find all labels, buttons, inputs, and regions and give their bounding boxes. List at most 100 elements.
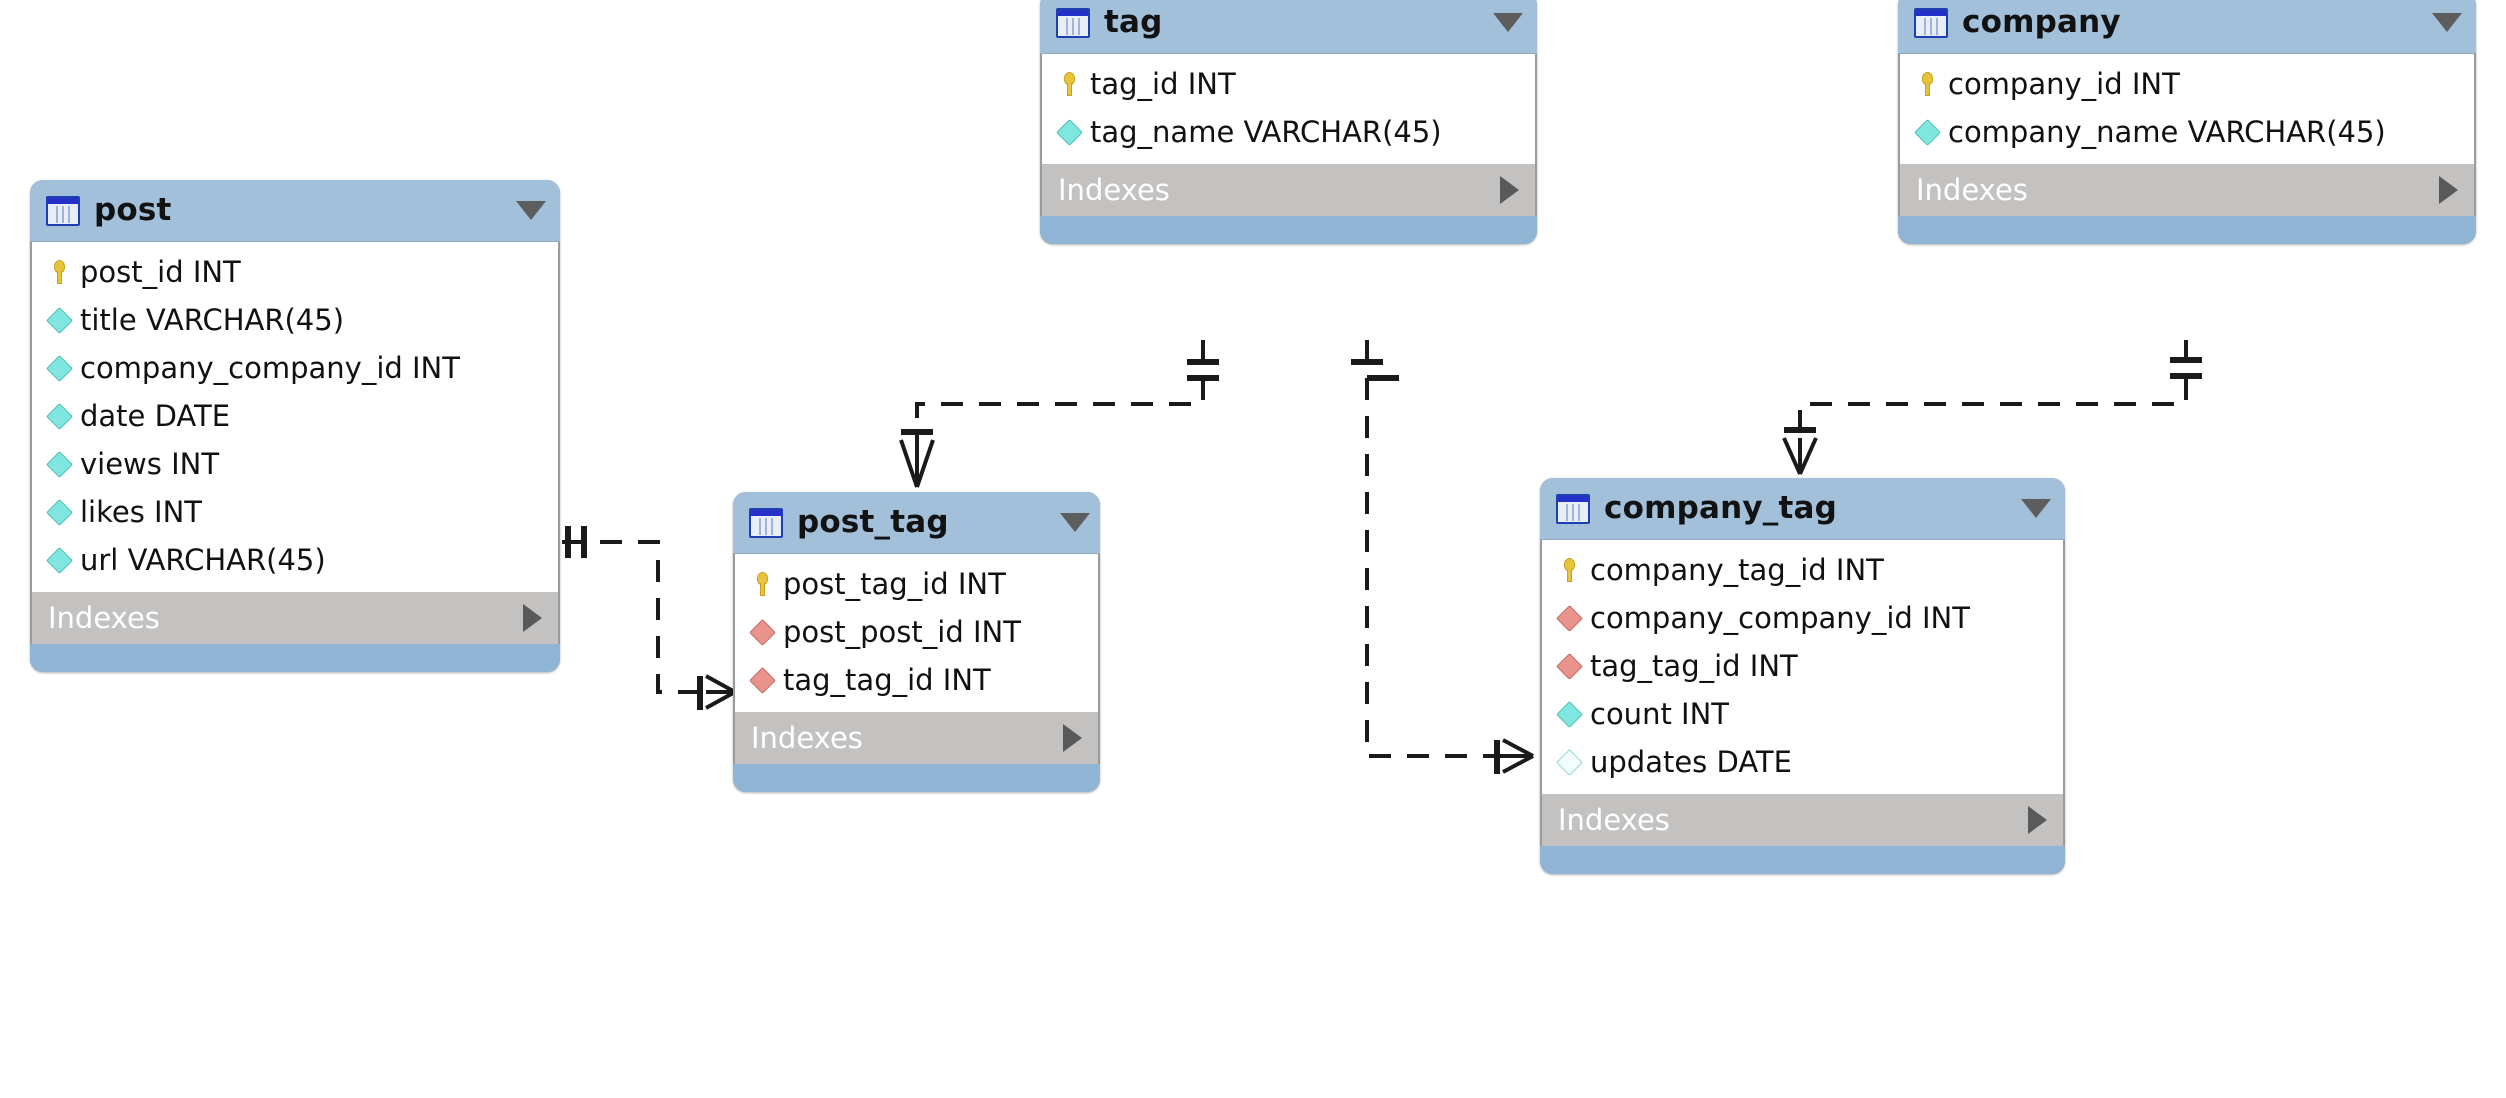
column-row[interactable]: likes INT — [32, 488, 558, 536]
relationship-tag-company_tag — [1351, 340, 1534, 774]
chevron-down-icon[interactable] — [516, 201, 546, 220]
indexes-section-company_tag[interactable]: Indexes — [1540, 794, 2065, 846]
column-label: url VARCHAR(45) — [80, 542, 326, 577]
column-list-company_tag: company_tag_id INT company_company_id IN… — [1540, 540, 2065, 794]
table-name-post: post — [94, 192, 172, 228]
table-header-post_tag[interactable]: post_tag — [733, 492, 1100, 554]
column-label: tag_id INT — [1090, 66, 1236, 101]
column-row[interactable]: tag_name VARCHAR(45) — [1042, 108, 1535, 156]
table-header-tag[interactable]: tag — [1040, 0, 1537, 54]
column-list-post: post_id INT title VARCHAR(45) company_co… — [30, 242, 560, 592]
column-row[interactable]: tag_id INT — [1042, 60, 1535, 108]
column-row[interactable]: url VARCHAR(45) — [32, 536, 558, 584]
chevron-down-icon[interactable] — [1060, 513, 1090, 532]
key-icon — [1554, 558, 1584, 582]
chevron-right-icon[interactable] — [1063, 724, 1082, 752]
table-post_tag[interactable]: post_tag post_tag_id INT post_post_id IN… — [733, 492, 1100, 792]
table-icon — [46, 195, 80, 226]
diamond-icon — [44, 546, 74, 574]
chevron-right-icon[interactable] — [2028, 806, 2047, 834]
column-label: views INT — [80, 446, 220, 481]
table-name-post_tag: post_tag — [797, 504, 949, 540]
column-label: date DATE — [80, 398, 231, 433]
fk-diamond-icon — [747, 666, 777, 694]
column-row[interactable]: views INT — [32, 440, 558, 488]
table-post[interactable]: post post_id INT title VARCHAR(45) compa… — [30, 180, 560, 672]
diamond-icon — [1054, 118, 1084, 146]
relationship-post-post_tag — [562, 526, 736, 710]
column-label: tag_tag_id INT — [783, 662, 991, 697]
key-icon — [1912, 72, 1942, 96]
column-list-company: company_id INT company_name VARCHAR(45) — [1898, 54, 2476, 164]
column-row[interactable]: title VARCHAR(45) — [32, 296, 558, 344]
column-label: tag_name VARCHAR(45) — [1090, 114, 1442, 149]
column-row[interactable]: post_post_id INT — [735, 608, 1098, 656]
table-header-company_tag[interactable]: company_tag — [1540, 478, 2065, 540]
diamond-icon — [44, 354, 74, 382]
table-footer — [1040, 216, 1537, 244]
table-name-company: company — [1962, 4, 2121, 40]
relationship-company-company_tag — [1782, 340, 2202, 475]
chevron-right-icon[interactable] — [523, 604, 542, 632]
table-name-tag: tag — [1104, 4, 1163, 40]
key-icon — [747, 572, 777, 596]
chevron-right-icon[interactable] — [1500, 176, 1519, 204]
fk-diamond-icon — [1554, 604, 1584, 632]
table-company[interactable]: company company_id INT company_name VARC… — [1898, 0, 2476, 244]
column-label: likes INT — [80, 494, 203, 529]
column-row[interactable]: company_id INT — [1900, 60, 2474, 108]
column-row[interactable]: post_tag_id INT — [735, 560, 1098, 608]
column-label: company_id INT — [1948, 66, 2180, 101]
table-footer — [1540, 846, 2065, 874]
column-label: updates DATE — [1590, 744, 1792, 779]
column-label: post_tag_id INT — [783, 566, 1006, 601]
column-row[interactable]: post_id INT — [32, 248, 558, 296]
indexes-label: Indexes — [1558, 802, 1670, 837]
indexes-section-post[interactable]: Indexes — [30, 592, 560, 644]
chevron-down-icon[interactable] — [2021, 499, 2051, 518]
table-name-company_tag: company_tag — [1604, 490, 1837, 526]
table-header-post[interactable]: post — [30, 180, 560, 242]
column-row[interactable]: tag_tag_id INT — [735, 656, 1098, 704]
diamond-icon — [1912, 118, 1942, 146]
indexes-section-post_tag[interactable]: Indexes — [733, 712, 1100, 764]
column-label: company_company_id INT — [1590, 600, 1970, 635]
table-header-company[interactable]: company — [1898, 0, 2476, 54]
indexes-label: Indexes — [1058, 172, 1170, 207]
chevron-down-icon[interactable] — [1493, 13, 1523, 32]
column-label: company_tag_id INT — [1590, 552, 1884, 587]
column-label: tag_tag_id INT — [1590, 648, 1798, 683]
diamond-icon — [1554, 748, 1584, 776]
column-label: company_company_id INT — [80, 350, 460, 385]
indexes-label: Indexes — [48, 600, 160, 635]
table-icon — [749, 507, 783, 538]
column-row[interactable]: company_tag_id INT — [1542, 546, 2063, 594]
diamond-icon — [44, 450, 74, 478]
diamond-icon — [44, 306, 74, 334]
column-label: post_post_id INT — [783, 614, 1021, 649]
column-label: count INT — [1590, 696, 1729, 731]
chevron-right-icon[interactable] — [2439, 176, 2458, 204]
diamond-icon — [1554, 700, 1584, 728]
indexes-section-company[interactable]: Indexes — [1898, 164, 2476, 216]
table-icon — [1556, 493, 1590, 524]
table-tag[interactable]: tag tag_id INT tag_name VARCHAR(45) Inde… — [1040, 0, 1537, 244]
chevron-down-icon[interactable] — [2432, 13, 2462, 32]
column-row[interactable]: count INT — [1542, 690, 2063, 738]
key-icon — [44, 260, 74, 284]
indexes-label: Indexes — [751, 720, 863, 755]
column-label: post_id INT — [80, 254, 241, 289]
indexes-section-tag[interactable]: Indexes — [1040, 164, 1537, 216]
column-list-tag: tag_id INT tag_name VARCHAR(45) — [1040, 54, 1537, 164]
column-row[interactable]: company_company_id INT — [1542, 594, 2063, 642]
column-row[interactable]: tag_tag_id INT — [1542, 642, 2063, 690]
column-row[interactable]: updates DATE — [1542, 738, 2063, 786]
table-company_tag[interactable]: company_tag company_tag_id INT company_c… — [1540, 478, 2065, 874]
column-row[interactable]: date DATE — [32, 392, 558, 440]
column-list-post_tag: post_tag_id INT post_post_id INT tag_tag… — [733, 554, 1100, 712]
column-row[interactable]: company_company_id INT — [32, 344, 558, 392]
table-footer — [733, 764, 1100, 792]
column-row[interactable]: company_name VARCHAR(45) — [1900, 108, 2474, 156]
table-footer — [30, 644, 560, 672]
column-label: title VARCHAR(45) — [80, 302, 345, 337]
